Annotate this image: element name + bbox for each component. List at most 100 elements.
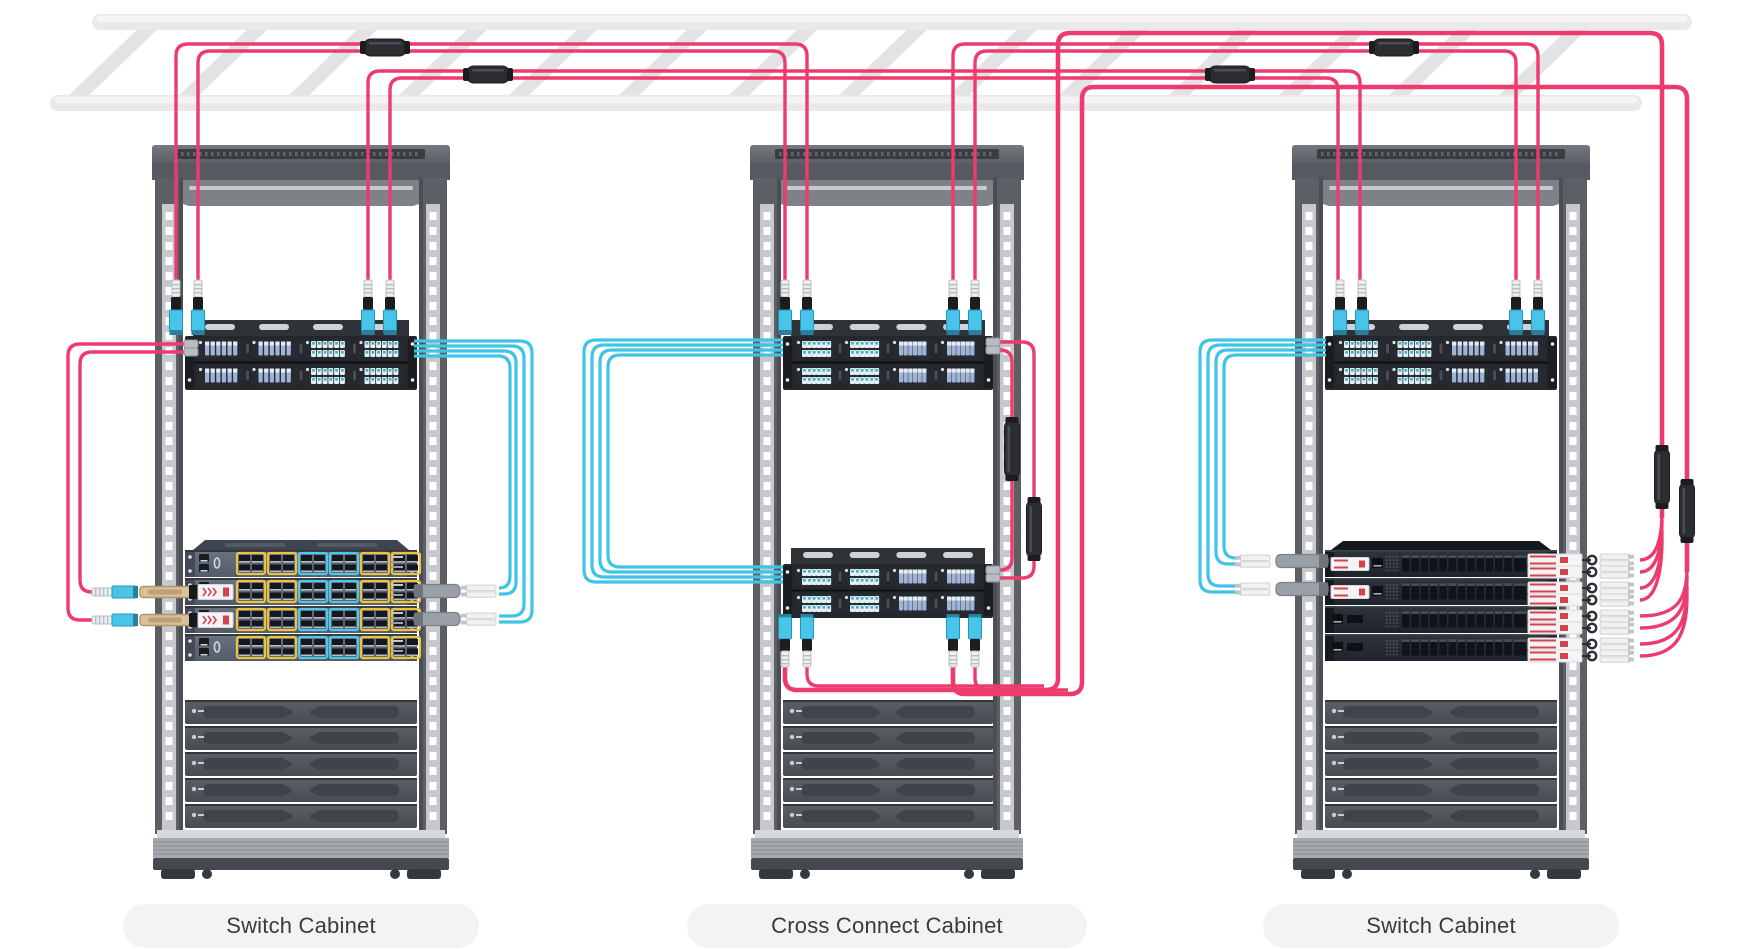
brand-mark <box>198 762 204 764</box>
lc-port-dot <box>1345 342 1348 345</box>
cassette-latch <box>353 343 356 354</box>
sfp-port <box>363 648 374 656</box>
rack-caster <box>1342 869 1352 879</box>
sfp-slot-rim <box>1504 611 1512 614</box>
ear-screw <box>410 378 415 382</box>
sfp-slot-rim <box>1448 611 1457 614</box>
mounting-hole <box>1569 347 1577 355</box>
fiber-cassette <box>197 365 245 386</box>
fiber-adapter-top <box>947 569 952 574</box>
mounting-hole <box>1569 467 1577 475</box>
vent-dot <box>313 152 316 156</box>
module-red-stripe <box>1530 602 1556 605</box>
mounting-hole <box>763 797 771 805</box>
vent-dot <box>1405 152 1408 156</box>
rack-top-band <box>152 163 450 180</box>
rack-inner-highlight <box>1329 186 1553 190</box>
mounting-hole <box>763 272 771 280</box>
brand-mark <box>796 736 802 738</box>
fiber-adapter-top <box>1505 368 1510 373</box>
lc-port-dot <box>1356 351 1360 354</box>
mounting-hole <box>763 662 771 670</box>
sfp-port-group <box>297 551 329 576</box>
sfp-port <box>407 583 418 591</box>
sfp-bale-bar <box>1582 627 1591 630</box>
panel-seam <box>783 778 993 780</box>
vent-dot <box>1392 612 1395 614</box>
mounting-hole <box>429 362 437 370</box>
sfp-port <box>283 611 294 619</box>
mounting-hole <box>165 377 173 385</box>
lc-port-dot <box>341 369 344 372</box>
vent-dot <box>1389 584 1392 586</box>
lc-connector <box>1599 649 1631 656</box>
sfp-port-latch <box>376 561 387 563</box>
fiber-adapter-top <box>205 368 210 373</box>
mounting-hole <box>1569 227 1577 235</box>
rack-foot <box>1547 869 1581 879</box>
lc-port-dot <box>1345 351 1348 354</box>
bevel-slot <box>225 543 285 547</box>
fiber-cassette <box>1444 338 1492 359</box>
sfp-slot <box>1476 639 1484 656</box>
vent-dot <box>815 152 818 156</box>
blank-panel <box>1325 778 1557 802</box>
lc-port-dot <box>812 597 816 600</box>
fiber-adapter-top <box>960 569 966 574</box>
lc-port-dot <box>365 378 369 381</box>
lc-patch-cable <box>1222 353 1326 560</box>
mounting-hole <box>429 752 437 760</box>
sfp-port-latch <box>345 570 356 572</box>
mounting-hole <box>1569 767 1577 775</box>
lc-port-dot <box>1416 378 1419 381</box>
lc-connector <box>1599 628 1631 635</box>
fiber-adapter-top <box>960 341 966 346</box>
lc-port-dot <box>865 570 869 573</box>
lc-port-dot <box>323 342 327 345</box>
sfp-slot-rim <box>1402 583 1410 586</box>
status-marks <box>391 640 403 642</box>
mounting-hole <box>1003 512 1011 520</box>
sfp-port-latch <box>345 654 356 656</box>
mounting-hole <box>165 242 173 250</box>
fiber-adapter-top <box>970 569 975 574</box>
brand-dot <box>1331 786 1337 792</box>
vent-dot <box>1369 152 1372 156</box>
fiber-splice-barrel <box>1679 479 1695 543</box>
qsfp-slot-rim <box>1514 611 1526 614</box>
fiber-splice-barrel <box>1026 497 1042 561</box>
bevel-slot <box>313 324 343 330</box>
mounting-hole <box>763 437 771 445</box>
mpo-connector <box>1355 279 1369 335</box>
lc-port-dot <box>875 597 878 600</box>
lc-connector <box>1239 589 1271 596</box>
sfp-slot <box>1485 611 1494 628</box>
mounting-hole <box>165 482 173 490</box>
sfp-port <box>407 592 418 600</box>
sfp-port-latch <box>301 589 312 591</box>
sfp-slot <box>1495 555 1503 572</box>
panel-seam <box>783 700 993 702</box>
fiber-adapter-top <box>205 341 210 346</box>
fiber-adapter-top <box>1511 341 1516 346</box>
rack-foot <box>161 869 195 879</box>
sfp-port-latch <box>283 654 294 656</box>
mounting-hole <box>429 527 437 535</box>
lc-port-dot <box>865 342 869 345</box>
lc-port-dot <box>870 579 874 582</box>
mpo-tip <box>1531 330 1545 335</box>
vent-dot <box>1386 625 1388 628</box>
rack-caster <box>964 869 974 879</box>
sfp-port <box>345 639 356 647</box>
sfp-slot-rim <box>1457 583 1466 586</box>
fiber-adapter-top <box>281 368 286 373</box>
lc-port-dot <box>1368 369 1371 372</box>
sfp-port-latch <box>252 617 263 619</box>
vent-dot <box>247 152 250 156</box>
switch-seam <box>1325 578 1557 580</box>
fiber-adapter-top <box>956 569 961 574</box>
lc-port-dot <box>817 597 821 600</box>
lc-port-dot <box>803 369 806 372</box>
cassette-screw <box>252 340 256 345</box>
mpo-body <box>169 309 183 333</box>
